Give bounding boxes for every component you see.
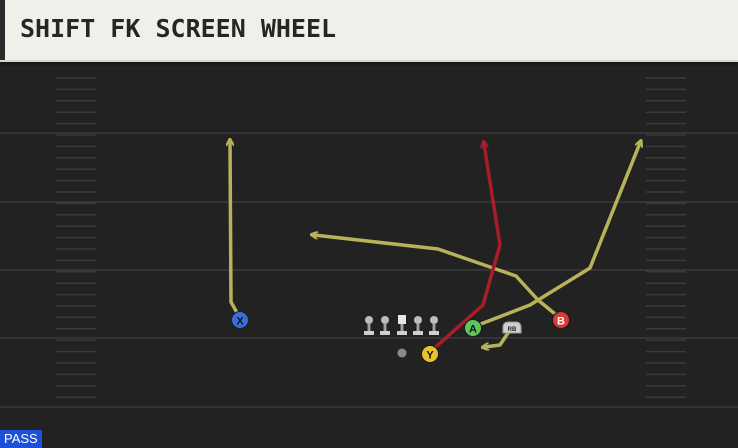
header-accent bbox=[0, 0, 5, 60]
player-rb[interactable]: RB bbox=[502, 321, 522, 334]
hash-marks-right bbox=[646, 77, 686, 398]
route-x-go bbox=[230, 142, 242, 320]
rb-label: RB bbox=[508, 327, 517, 333]
player-y-circle bbox=[421, 345, 439, 363]
player-y[interactable]: Y bbox=[421, 345, 439, 363]
route-y-post bbox=[428, 144, 502, 354]
player-x-circle bbox=[231, 311, 249, 329]
play-title: SHIFT FK SCREEN WHEEL bbox=[20, 14, 337, 43]
football-icon bbox=[397, 348, 407, 358]
play-mode-badge: PASS bbox=[0, 430, 42, 448]
route-b-drag bbox=[314, 235, 562, 320]
player-a-label: A bbox=[469, 324, 477, 336]
route-rb-screen bbox=[485, 328, 512, 347]
player-a[interactable]: A bbox=[464, 319, 482, 337]
center-icon[interactable] bbox=[397, 315, 407, 335]
offensive-line bbox=[364, 315, 439, 335]
player-x[interactable]: X bbox=[231, 311, 249, 329]
lineman-icon[interactable] bbox=[413, 316, 423, 335]
player-b-circle bbox=[552, 311, 570, 329]
play-field[interactable]: RB X A B Y bbox=[0, 60, 738, 448]
player-b-label: B bbox=[557, 316, 565, 328]
route-a-wheel bbox=[471, 143, 640, 329]
lineman-icon[interactable] bbox=[364, 316, 374, 335]
player-y-label: Y bbox=[426, 350, 434, 362]
player-b[interactable]: B bbox=[552, 311, 570, 329]
field-diagram: RB X A B Y bbox=[0, 77, 738, 408]
play-header: SHIFT FK SCREEN WHEEL bbox=[0, 0, 738, 62]
player-x-label: X bbox=[236, 316, 244, 328]
lineman-icon[interactable] bbox=[380, 316, 390, 335]
lineman-icon[interactable] bbox=[429, 316, 439, 335]
hash-marks-left bbox=[56, 77, 96, 398]
player-a-circle bbox=[464, 319, 482, 337]
